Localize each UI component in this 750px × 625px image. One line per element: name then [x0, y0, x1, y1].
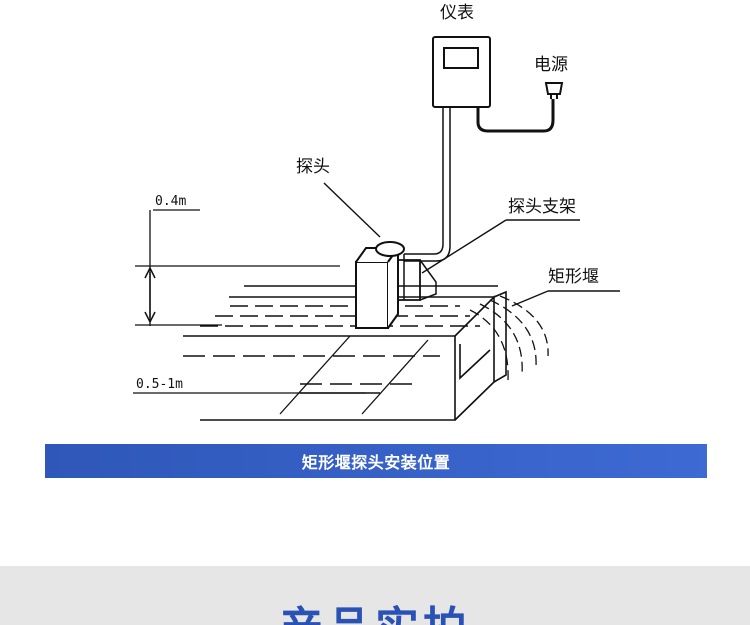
label-rect-weir: 矩形堰	[548, 267, 599, 287]
label-probe: 探头	[296, 157, 330, 177]
meter-box	[432, 36, 491, 108]
label-height-dim: 0.4m	[155, 194, 186, 209]
meter-screen	[443, 47, 479, 69]
power-cable	[476, 99, 555, 133]
label-power: 电源	[534, 55, 568, 75]
label-distance-dim: 0.5-1m	[136, 377, 183, 392]
power-plug-icon	[544, 82, 564, 95]
probe-head	[375, 241, 405, 257]
caption-bar: 矩形堰探头安装位置	[45, 444, 707, 478]
product-photo-section: 产品实拍	[0, 566, 750, 625]
signal-cable	[404, 107, 444, 255]
label-probe-bracket: 探头支架	[508, 197, 576, 217]
label-meter: 仪表	[440, 3, 474, 23]
rect-weir-plate	[493, 290, 507, 383]
probe-body	[355, 261, 389, 329]
caption-text: 矩形堰探头安装位置	[301, 453, 451, 472]
channel-front-wall	[200, 336, 456, 421]
probe-bracket	[390, 259, 421, 301]
section-title: 产品实拍	[0, 604, 750, 625]
weir-probe-installation-diagram: 仪表 电源 探头 探头支架 矩形堰 0.4m 0.5-1m	[133, 3, 620, 421]
